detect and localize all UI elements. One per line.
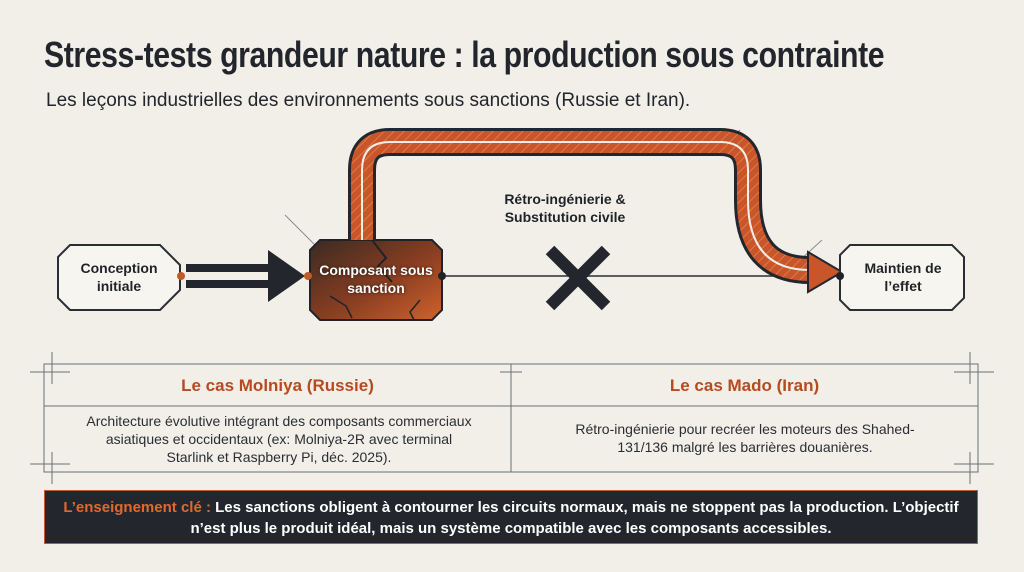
case-left-body: Architecture évolutive intégrant des com… — [86, 413, 472, 465]
component-left-dot — [304, 272, 312, 280]
start-connector-dot — [177, 272, 185, 280]
page-subtitle: Les leçons industrielles des environneme… — [46, 90, 691, 111]
case-panels — [30, 352, 994, 484]
component-right-dot — [438, 272, 446, 280]
end-node — [839, 244, 965, 311]
bypass-label: Rétro-ingénierie & Substitution civile — [504, 191, 626, 225]
component-node-label: Composant sous sanction — [319, 262, 433, 296]
case-left-title: Le cas Molniya (Russie) — [181, 376, 374, 395]
crack-mark-3 — [409, 299, 421, 321]
bypass-route-inner — [361, 141, 812, 271]
crack-mark-2 — [329, 295, 353, 319]
blocked-cross-icon — [545, 245, 611, 311]
crack-mark — [371, 239, 393, 283]
key-lesson-banner: L’enseignement clé : Les sanctions oblig… — [44, 490, 978, 544]
dark-arrow — [186, 250, 305, 302]
start-node — [57, 244, 181, 311]
case-right-title: Le cas Mado (Iran) — [669, 376, 820, 395]
case-right-body: Rétro-ingénierie pour recréer les moteur… — [575, 421, 915, 455]
bypass-arrow-head — [807, 250, 844, 294]
key-lesson-label: L’enseignement clé : — [63, 499, 211, 516]
sanctioned-component — [309, 239, 443, 321]
start-node-label: Conception initiale — [80, 260, 158, 294]
end-node-label: Maintien de l’effet — [864, 260, 942, 294]
key-lesson-text: Les sanctions obligent à contourner les … — [190, 499, 959, 537]
end-connector-dot — [836, 272, 844, 280]
page-title: Stress-tests grandeur nature : la produc… — [44, 34, 885, 75]
